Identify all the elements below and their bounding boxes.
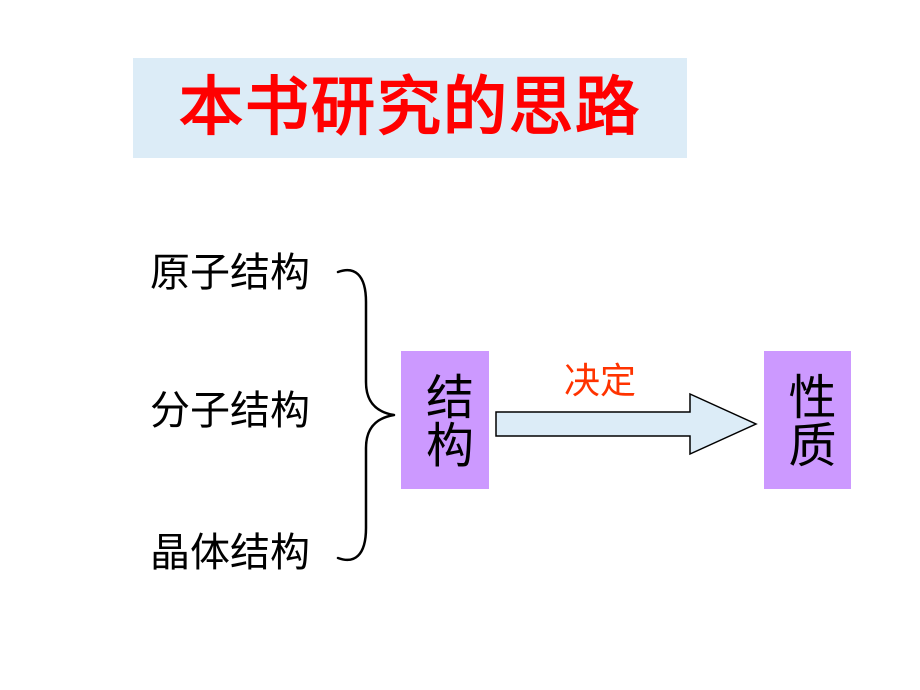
item-crystal-structure: 晶体结构 bbox=[150, 530, 310, 576]
arrow-label: 决定 bbox=[563, 361, 636, 402]
property-box: 性质 bbox=[764, 351, 851, 489]
property-label: 性质 bbox=[779, 372, 836, 468]
item-atomic-structure: 原子结构 bbox=[150, 250, 310, 296]
right-brace-icon bbox=[336, 268, 396, 562]
right-arrow-icon bbox=[495, 392, 758, 456]
page-title: 本书研究的思路 bbox=[179, 71, 641, 145]
item-molecular-structure: 分子结构 bbox=[150, 388, 310, 434]
structure-label: 结构 bbox=[417, 372, 473, 468]
structure-box: 结构 bbox=[401, 351, 489, 489]
title-banner: 本书研究的思路 bbox=[133, 58, 687, 158]
